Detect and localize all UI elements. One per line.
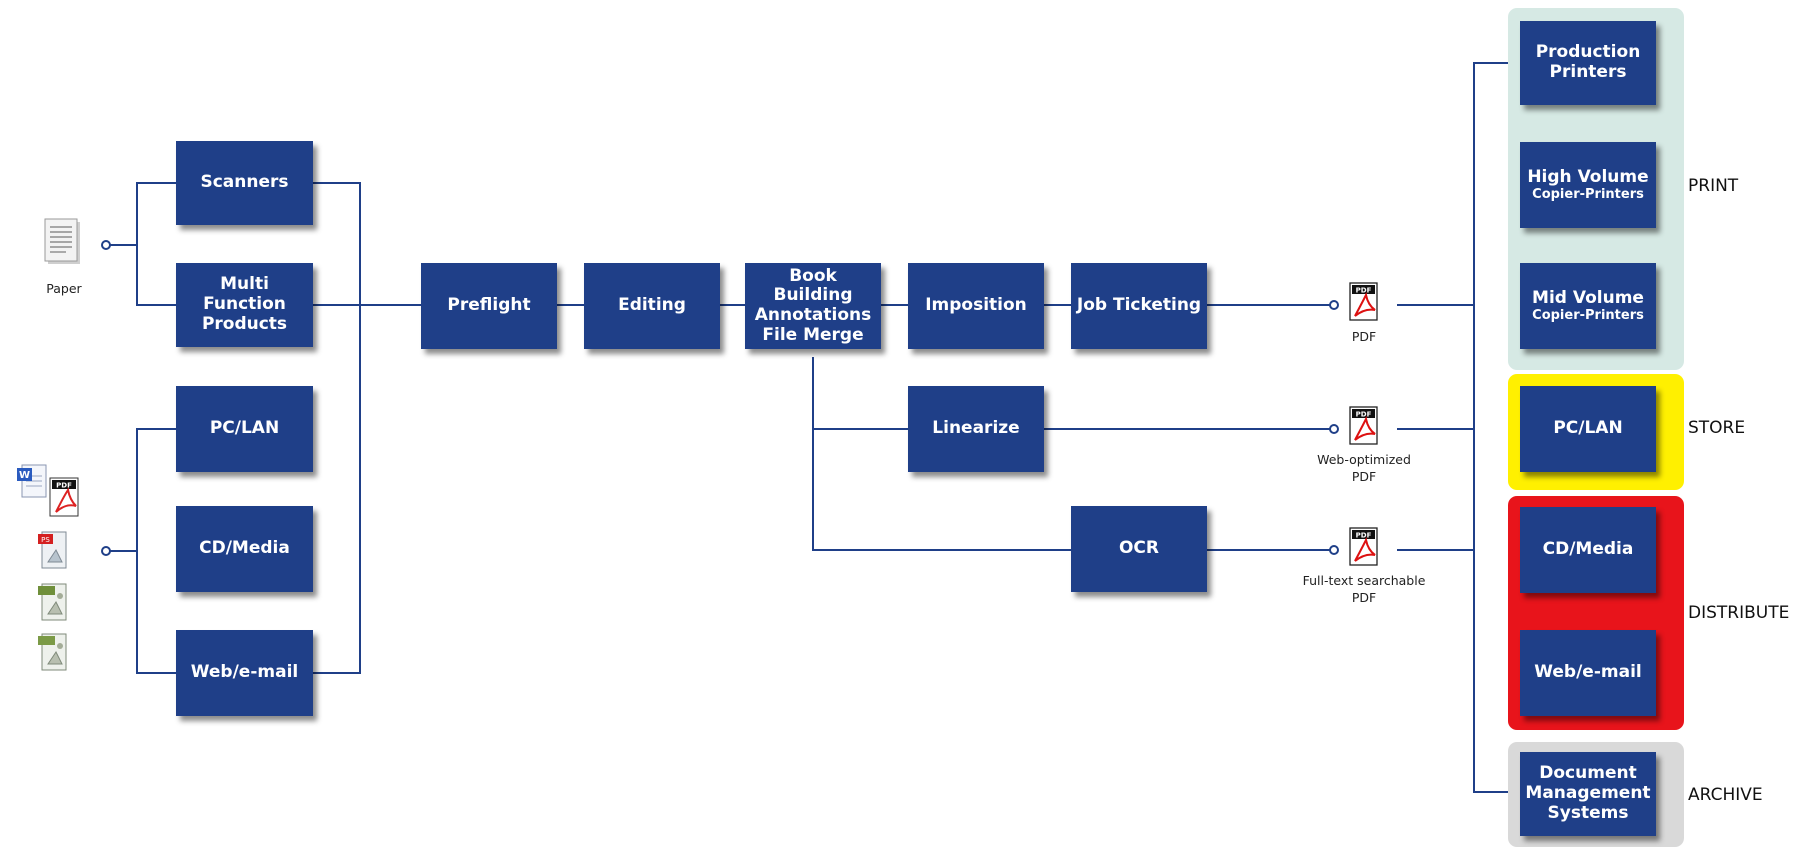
pdf-output-icon-text: PDF [1356, 287, 1372, 295]
mid-volume-line-1: Mid Volume [1532, 287, 1644, 308]
cd-media-input-box: CD/Media [176, 506, 313, 592]
book-line-1: Book Building [773, 265, 853, 306]
editing-box: Editing [584, 263, 720, 349]
ocr-pdf-caption-line-1: Full-text searchable [1302, 573, 1426, 588]
web-pdf-caption-line-1: Web-optimized [1317, 452, 1411, 467]
archive-category-label: ARCHIVE [1688, 785, 1763, 805]
scanners-box: Scanners [176, 141, 313, 225]
mid-volume-box: Mid Volume Copier-Printers [1520, 263, 1656, 349]
web-optimized-pdf-icon: PDF [1348, 406, 1380, 446]
dms-line-3: Systems [1547, 802, 1629, 823]
jpeg-file-icon [36, 630, 72, 680]
searchable-pdf-icon: PDF [1348, 527, 1380, 567]
postscript-file-icon: PS [36, 528, 72, 578]
mfp-line-2: Function [203, 294, 286, 315]
mid-volume-line-2: Copier-Printers [1532, 308, 1644, 324]
word-document-icon: W [16, 462, 50, 506]
linearize-label: Linearize [932, 418, 1020, 439]
ocr-pdf-caption-line-2: PDF [1351, 589, 1377, 605]
production-printers-box: Production Printers [1520, 21, 1656, 105]
production-line-1: Production [1535, 42, 1641, 63]
high-volume-line-1: High Volume [1527, 166, 1649, 187]
web-email-input-label: Web/e-mail [190, 662, 299, 683]
book-building-box: Book Building Annotations File Merge [745, 263, 881, 349]
ocr-label: OCR [1118, 538, 1160, 559]
svg-text:PDF: PDF [56, 482, 72, 490]
pc-lan-store-label: PC/LAN [1553, 418, 1623, 439]
book-line-2: Annotations [754, 305, 872, 325]
job-ticketing-label: Job Ticketing [1076, 295, 1202, 316]
pdf-file-icon: PDF [46, 476, 82, 524]
tiff-file-icon [36, 580, 72, 630]
cd-media-input-label: CD/Media [199, 538, 290, 559]
svg-text:W: W [19, 470, 30, 481]
book-line-3: File Merge [762, 324, 864, 345]
svg-text:PS: PS [41, 536, 50, 544]
scanners-label: Scanners [200, 172, 289, 193]
ocr-pdf-icon-text: PDF [1356, 532, 1372, 540]
cd-media-output-label: CD/Media [1542, 539, 1634, 560]
preflight-label: Preflight [447, 295, 531, 316]
pc-lan-input-label: PC/LAN [209, 418, 280, 439]
pc-lan-store-box: PC/LAN [1520, 386, 1656, 472]
mfp-line-1: Multi [220, 274, 269, 295]
high-volume-box: High Volume Copier-Printers [1520, 142, 1656, 228]
imposition-box: Imposition [908, 263, 1044, 349]
web-optimized-pdf-caption: Web-optimized PDF [1294, 452, 1434, 486]
pdf-output-icon: PDF [1348, 282, 1380, 322]
mfp-line-3: Products [201, 313, 288, 334]
searchable-pdf-caption: Full-text searchable PDF [1274, 573, 1454, 607]
web-email-output-box: Web/e-mail [1520, 630, 1656, 716]
ocr-box: OCR [1071, 506, 1207, 592]
web-pdf-caption-line-2: PDF [1351, 468, 1377, 484]
imposition-label: Imposition [925, 295, 1027, 316]
web-pdf-icon-text: PDF [1356, 411, 1372, 419]
job-ticketing-box: Job Ticketing [1071, 263, 1207, 349]
dms-line-1: Document [1539, 763, 1637, 784]
linearize-box: Linearize [908, 386, 1044, 472]
store-category-label: STORE [1688, 418, 1746, 438]
paper-label: Paper [46, 281, 82, 296]
production-line-2: Printers [1549, 62, 1627, 82]
print-category-label: PRINT [1688, 176, 1739, 196]
pdf-caption: PDF [1351, 329, 1377, 344]
cd-media-output-box: CD/Media [1520, 507, 1656, 593]
editing-label: Editing [618, 295, 686, 316]
paper-document-icon [42, 218, 84, 274]
web-email-output-label: Web/e-mail [1534, 662, 1642, 683]
dms-line-2: Management [1525, 783, 1651, 804]
distribute-category-label: DISTRIBUTE [1688, 603, 1790, 623]
web-email-input-box: Web/e-mail [176, 630, 313, 716]
document-management-box: Document Management Systems [1520, 752, 1656, 836]
high-volume-line-2: Copier-Printers [1532, 187, 1644, 203]
pc-lan-input-box: PC/LAN [176, 386, 313, 472]
preflight-box: Preflight [421, 263, 557, 349]
multi-function-products-box: Multi Function Products [176, 263, 313, 347]
